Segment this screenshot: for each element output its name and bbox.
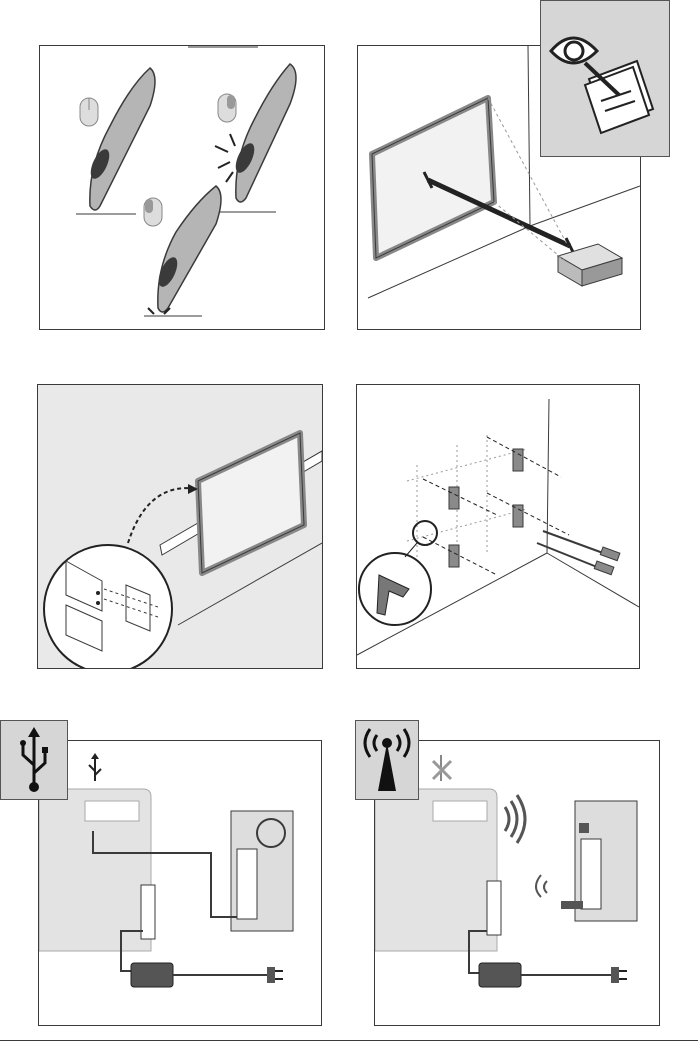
antenna-badge (355, 720, 419, 800)
usb-disabled-icon (433, 755, 451, 781)
pen-right-click-icon (215, 64, 296, 212)
usb-connection-illustration (39, 741, 321, 1025)
antenna-icon (356, 721, 418, 799)
power-plug-icon (611, 967, 627, 983)
wireless-signal-icon (505, 795, 525, 843)
mouse-right-click-icon (218, 94, 236, 122)
power-adapter-icon (479, 963, 521, 987)
projector-icon (558, 244, 622, 286)
power-plug-icon (267, 967, 283, 983)
usb-badge (0, 720, 68, 800)
computer-tower-icon (231, 811, 293, 931)
mouse-left-click-icon (144, 198, 162, 226)
computer-tower-icon (575, 801, 637, 921)
rail-mount-illustration (38, 385, 322, 668)
power-adapter-icon (131, 963, 173, 987)
panel-rail-mount (37, 384, 323, 669)
page-bottom-rule (0, 1040, 698, 1041)
drill-icon (359, 521, 437, 625)
usb-icon (89, 753, 101, 781)
usb-icon (1, 721, 67, 799)
wall-anchors-illustration (357, 385, 639, 668)
pen-icon (76, 68, 155, 214)
panel-wall-anchors (356, 384, 640, 669)
eye-manual-icon (541, 1, 669, 156)
eye-manual-badge (540, 0, 670, 157)
mouse-icon (80, 98, 98, 126)
bracket-icon (44, 545, 172, 668)
screwdriver-icon (537, 531, 620, 575)
whiteboard-icon (198, 433, 304, 573)
panel-usb-connection (38, 740, 322, 1026)
whiteboard-icon (372, 98, 494, 258)
pen-usage-illustration (40, 46, 324, 329)
panel-pen-usage (39, 45, 325, 330)
